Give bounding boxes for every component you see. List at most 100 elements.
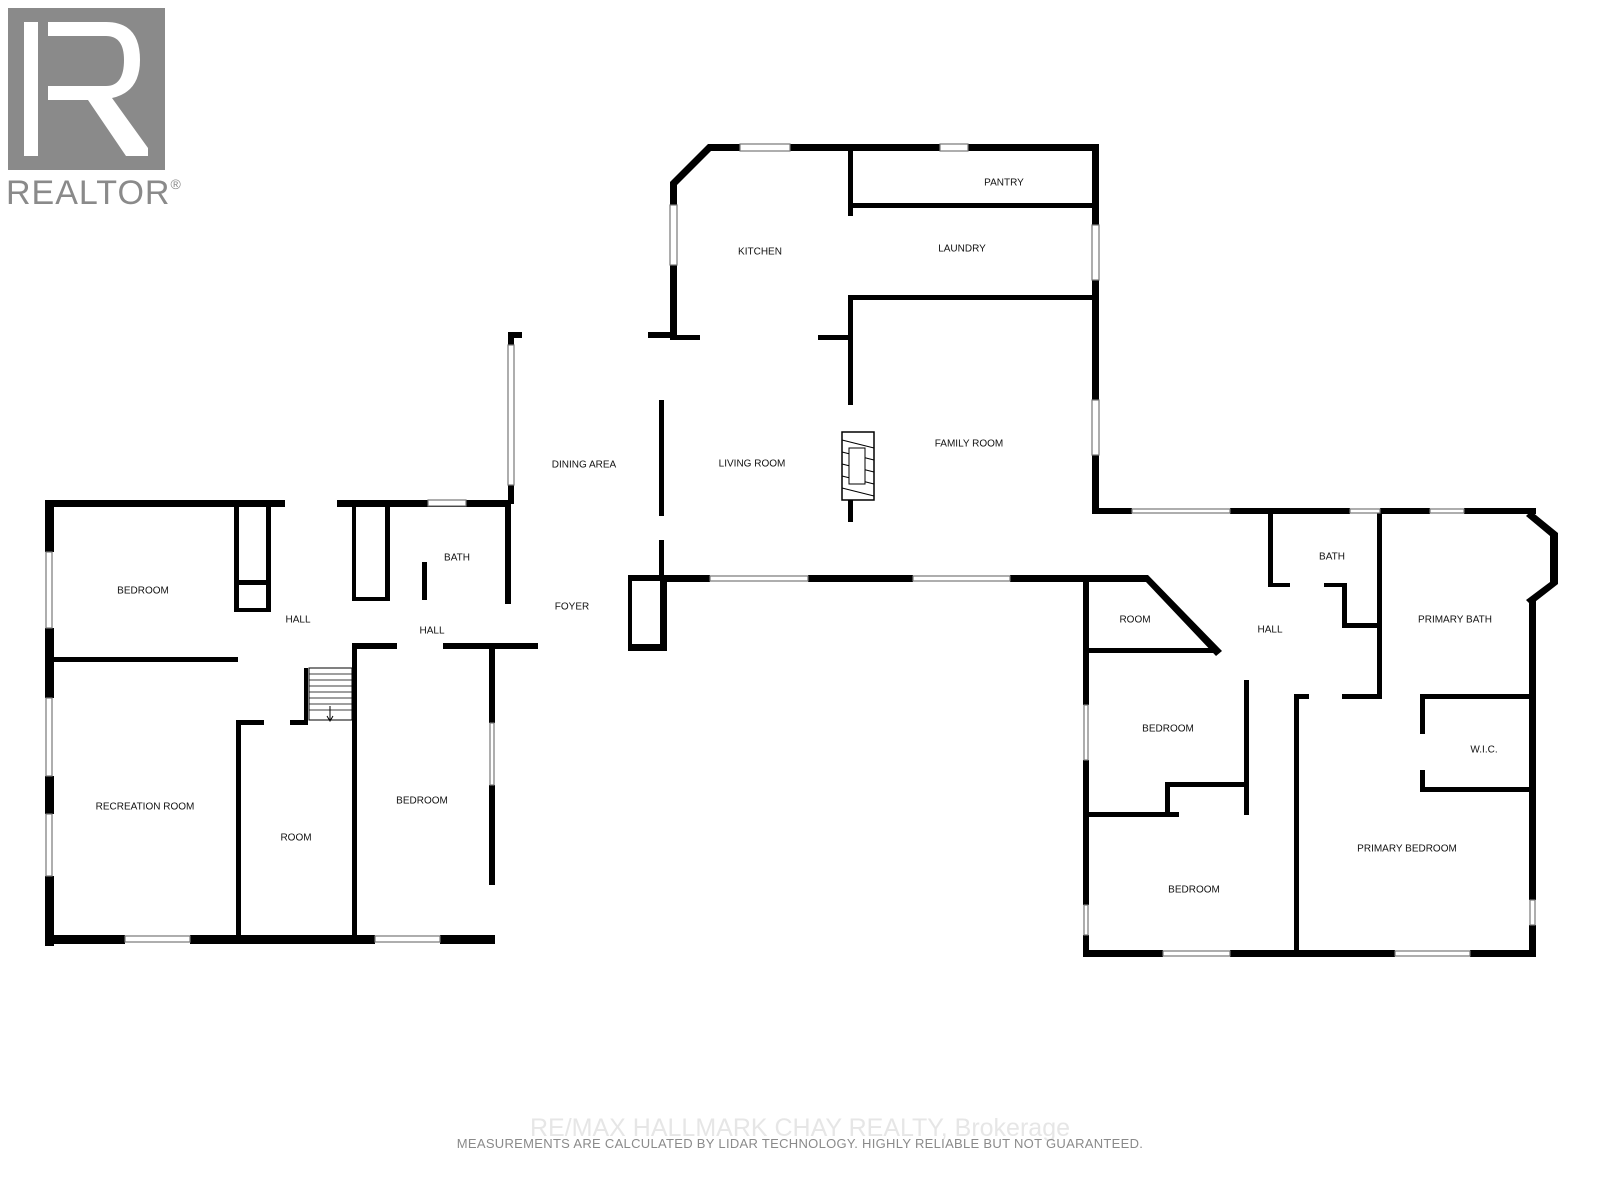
label-room-west: ROOM — [280, 833, 311, 844]
east-north-wall-c — [1380, 508, 1430, 514]
label-hall-east: HALL — [1257, 625, 1282, 636]
label-kitchen: KITCHEN — [738, 247, 782, 258]
bath-west-wall — [385, 500, 390, 600]
kitchen-west-window — [669, 204, 678, 266]
east-west-wall-c — [1083, 935, 1089, 957]
east-family-wall — [1092, 144, 1099, 509]
west-wing-north-wall-b — [337, 500, 509, 507]
linen-top — [1342, 623, 1382, 628]
bedroom-east-window — [489, 722, 495, 786]
wic-west-wall-a — [1420, 694, 1425, 734]
bedroom-south-window — [374, 935, 441, 943]
stairs — [308, 667, 353, 722]
hall-west-wall — [266, 500, 271, 612]
east-south-wall-a — [1083, 950, 1163, 957]
living-south-wall-b — [808, 575, 913, 582]
west-wing-north-wall-a — [45, 500, 285, 507]
bath-west-wall-east — [1268, 512, 1273, 587]
windows — [45, 143, 1536, 957]
room-west-wall — [236, 720, 241, 940]
bath-window-east — [1349, 508, 1381, 514]
label-foyer: FOYER — [555, 602, 589, 613]
kitchen-window — [739, 143, 791, 152]
dining-living-divider-lower — [659, 540, 664, 576]
bedroom-north-wall-a — [352, 643, 397, 649]
room-labels: PANTRY KITCHEN LAUNDRY DINING AREA LIVIN… — [96, 178, 1498, 896]
bedroom-east-wall-a — [489, 643, 495, 723]
east-outer-wall — [1529, 600, 1536, 900]
rec-window-a — [45, 697, 53, 777]
room-angled-wall — [1083, 575, 1222, 656]
east-outer-wall-b — [1529, 925, 1536, 955]
bedroom-divider-a — [1089, 812, 1179, 817]
bay-window-wall — [1526, 511, 1558, 605]
laundry-top-wall — [848, 203, 1098, 208]
east-south-wall-b — [1230, 950, 1395, 957]
primary-bedroom-west — [1294, 694, 1299, 957]
realtor-logo — [8, 8, 188, 218]
closet-north — [234, 580, 270, 585]
bedroom-east-wall — [234, 500, 239, 610]
bedroom-rec-divider — [54, 657, 238, 662]
closet-top — [1165, 782, 1249, 787]
closet-jog — [1165, 784, 1170, 817]
bedroom-hall-wall — [1244, 680, 1249, 815]
east-north-wall-b — [1230, 508, 1350, 514]
label-primary-bath: PRIMARY BATH — [1418, 615, 1492, 626]
kitchen-living-wall-a — [670, 335, 700, 340]
linen-bottom — [1342, 694, 1382, 699]
bath-south-wall-a — [1268, 583, 1290, 587]
family-window — [1091, 399, 1100, 456]
room-north-wall-a — [236, 720, 264, 725]
pantry-divider-wall — [848, 150, 853, 216]
living-south-window-a — [709, 575, 809, 582]
label-bath-east: BATH — [1319, 552, 1345, 563]
stair-west-wall — [304, 668, 308, 723]
pantry-window — [939, 143, 969, 152]
family-south-wall — [1010, 575, 1098, 582]
bedroom-south-window-east — [1162, 950, 1231, 957]
label-bedroom-center-west: BEDROOM — [396, 796, 448, 807]
bath-east-wall — [505, 500, 511, 604]
primary-bedroom-top-a — [1294, 694, 1309, 699]
bath-east-jog — [1342, 583, 1347, 628]
hall-east-wall — [352, 500, 356, 600]
hall-north-window — [1131, 508, 1231, 514]
primary-bath-window — [1429, 508, 1465, 514]
wic-south-wall — [1420, 787, 1535, 792]
room-north-wall-b — [290, 720, 308, 725]
label-living-room: LIVING ROOM — [719, 459, 786, 470]
foyer-closet-east — [660, 575, 667, 651]
foyer-closet-south — [628, 644, 667, 651]
label-pantry: PANTRY — [984, 178, 1024, 189]
fireplace — [841, 431, 875, 501]
fireplace-icon — [841, 431, 875, 501]
dining-window — [507, 344, 515, 486]
walls — [45, 144, 1558, 957]
registered-mark: ® — [170, 176, 182, 192]
label-room-east: ROOM — [1119, 615, 1150, 626]
bath-window — [427, 499, 467, 507]
bath-south-wall-b — [1324, 583, 1346, 587]
label-recreation-room: RECREATION ROOM — [96, 802, 195, 813]
label-bedroom-west: BEDROOM — [117, 586, 169, 597]
foyer-closet-top — [628, 575, 664, 581]
label-bedroom-east-lower: BEDROOM — [1168, 885, 1220, 896]
label-bedroom-east-upper: BEDROOM — [1142, 724, 1194, 735]
east-north-wall-d — [1464, 508, 1536, 514]
living-family-divider — [848, 295, 853, 405]
east-west-wall-b — [1083, 760, 1089, 905]
label-family-room: FAMILY ROOM — [935, 439, 1004, 450]
dining-top-wall-b — [648, 332, 670, 338]
laundry-window — [1091, 224, 1100, 281]
label-dining-area: DINING AREA — [552, 460, 617, 471]
west-wall-d — [45, 876, 54, 946]
dining-top-wall-a — [508, 332, 522, 338]
label-hall-west: HALL — [285, 615, 310, 626]
wic-west-wall-b — [1420, 770, 1425, 792]
west-wall-a — [45, 500, 54, 552]
east-north-wall-a — [1092, 508, 1132, 514]
label-primary-bedroom: PRIMARY BEDROOM — [1357, 844, 1457, 855]
dining-living-divider — [659, 400, 664, 516]
